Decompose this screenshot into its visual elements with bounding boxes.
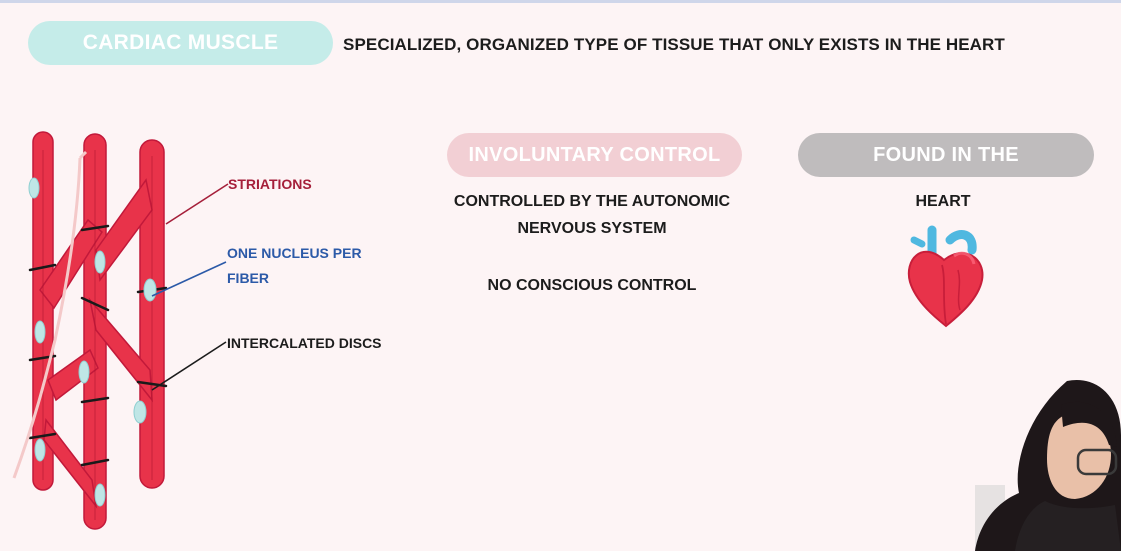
autonomic-line1: CONTROLLED BY THE AUTONOMIC: [453, 193, 731, 210]
involuntary-control-pill: INVOLUNTARY CONTROL: [447, 133, 742, 177]
slide-title-pill: CARDIAC MUSCLE: [28, 21, 333, 65]
diagram-pointer-lines: [151, 183, 229, 391]
intercalated-discs-label: INTERCALATED DISCS: [227, 335, 382, 351]
found-in-header: FOUND IN THE: [873, 143, 1019, 166]
definition-text: SPECIALIZED, ORGANIZED TYPE OF TISSUE TH…: [343, 35, 1005, 54]
nucleus-label-line1: ONE NUCLEUS PER: [227, 245, 362, 261]
nucleus-label-line2: FIBER: [227, 270, 269, 286]
found-in-pill: FOUND IN THE: [798, 133, 1094, 177]
nucleus-label: ONE NUCLEUS PER FIBER: [227, 241, 377, 291]
no-conscious-control-text: NO CONSCIOUS CONTROL: [487, 277, 697, 294]
heart-text: HEART: [915, 193, 971, 210]
slide-title: CARDIAC MUSCLE: [82, 31, 279, 54]
involuntary-control-header: INVOLUNTARY CONTROL: [468, 143, 721, 166]
autonomic-line2: NERVOUS SYSTEM: [517, 220, 667, 237]
presenter-webcam: [975, 379, 1121, 551]
cardiac-muscle-diagram: [12, 131, 168, 530]
window-top-border: [0, 0, 1121, 3]
autonomic-text: CONTROLLED BY THE AUTONOMIC NERVOUS SYST…: [447, 188, 737, 242]
heart-icon: [907, 225, 984, 328]
striations-label: STRIATIONS: [228, 176, 312, 192]
